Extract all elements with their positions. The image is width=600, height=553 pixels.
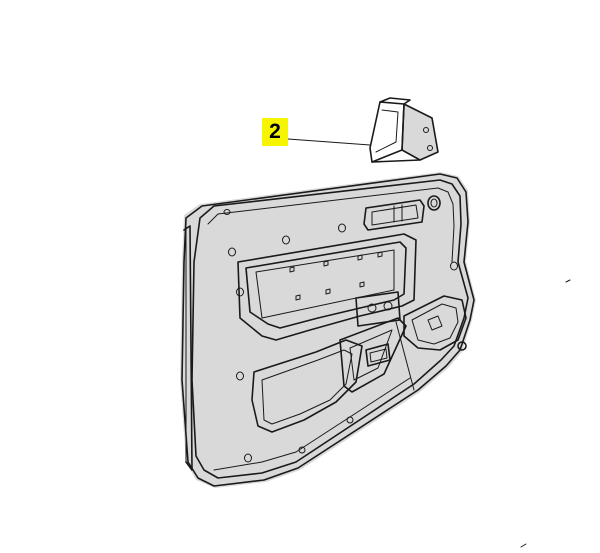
panel-leader-line [395,321,415,391]
artifact-mark-2 [565,279,571,283]
callout-highlight [262,118,288,146]
callout-leader-line [287,138,371,146]
artifact-mark [520,543,527,548]
callout-number-2[interactable]: 2 [269,120,281,143]
door-panel-illustration [180,172,476,488]
mirror-bracket-illustration [369,97,439,163]
